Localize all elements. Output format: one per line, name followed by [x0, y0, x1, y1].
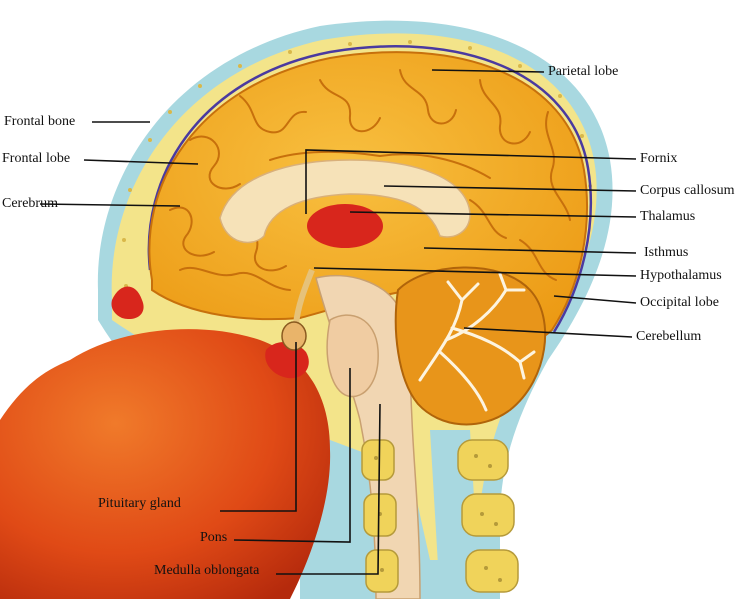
leader-frontal-lobe — [83, 159, 199, 165]
leader-occipital-lobe — [553, 295, 637, 304]
leader-hypothalamus — [313, 267, 637, 277]
label-thalamus: Thalamus — [640, 209, 696, 224]
label-pituitary-gland: Pituitary gland — [98, 496, 181, 511]
label-fornix: Fornix — [640, 151, 678, 166]
leader-lines — [39, 69, 637, 575]
pituitary-stalk — [293, 268, 315, 325]
leader-fornix — [305, 149, 637, 214]
leader-cerebellum — [463, 327, 633, 338]
cerebellum-shape — [394, 266, 547, 426]
label-corpus-callosum: Corpus callosum — [640, 183, 735, 198]
meninges — [147, 45, 593, 333]
label-pons: Pons — [200, 530, 228, 545]
label-frontal-lobe: Frontal lobe — [2, 151, 71, 166]
sinus — [111, 286, 144, 320]
leader-cerebrum — [39, 203, 181, 207]
vertebrae — [361, 439, 519, 593]
leader-thalamus — [349, 211, 637, 218]
label-isthmus: Isthmus — [644, 245, 689, 260]
pituitary-shape — [281, 321, 307, 351]
arbor-vitae — [418, 272, 536, 412]
leader-isthmus — [423, 247, 637, 254]
pons-shape — [326, 314, 379, 398]
label-hypothalamus: Hypothalamus — [640, 268, 722, 283]
leader-medulla-oblongata — [276, 403, 381, 575]
label-occipital-lobe: Occipital lobe — [640, 295, 719, 310]
gyri — [169, 69, 571, 291]
leader-pons — [233, 368, 351, 543]
nasal-cavity — [0, 329, 331, 599]
leader-pituitary-gland — [220, 342, 297, 512]
label-cerebellum: Cerebellum — [636, 329, 702, 344]
thalamus-shape — [307, 204, 383, 248]
corpus-callosum-shape — [219, 159, 471, 244]
leader-corpus-callosum — [383, 185, 637, 192]
label-frontal-bone: Frontal bone — [4, 114, 76, 129]
label-medulla-oblongata: Medulla oblongata — [154, 563, 260, 578]
label-parietal-lobe: Parietal lobe — [548, 64, 619, 79]
sphenoid-sinus — [265, 341, 309, 379]
label-cerebrum: Cerebrum — [2, 196, 58, 211]
leader-parietal-lobe — [431, 69, 545, 73]
